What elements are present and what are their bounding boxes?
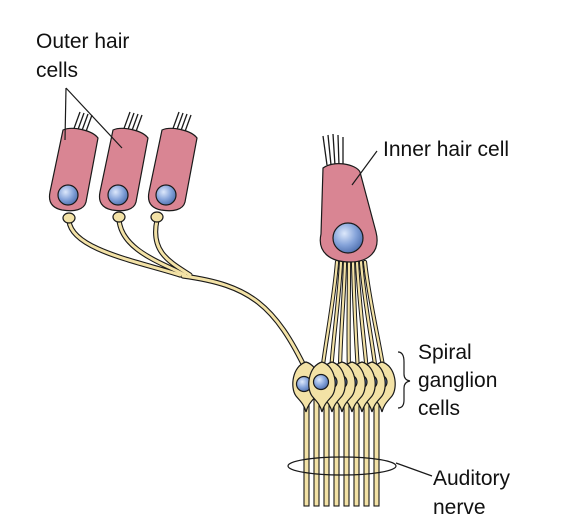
auditory-nerve-label-line1: Auditory [433, 467, 511, 490]
auditory-nerve-leader [395, 462, 433, 477]
leader-lines [64, 87, 433, 477]
auditory-nerve-label-line2: nerve [433, 496, 486, 519]
outer-hair-cells-label-line1: Outer hair [36, 30, 130, 53]
inner-hair-cell-leader [351, 150, 378, 186]
outer-hair-cell [48, 111, 99, 224]
outer-hair-cell [98, 111, 149, 223]
outer-hair-cell-fibers [66, 217, 310, 375]
outer-hair-cells [48, 111, 198, 224]
outer-hair-cells-leader [64, 87, 67, 141]
outer-hair-cells-leader [65, 87, 123, 149]
outer-hair-cells-label-line2: cells [36, 59, 79, 82]
spiral-ganglion-label-line2: ganglion [418, 369, 498, 392]
spiral-ganglion-cells [292, 361, 396, 413]
auditory-nerve-fibers [303, 397, 380, 507]
inner-hair-cell-label: Inner hair cell [383, 138, 510, 161]
inner-hair-cell [319, 133, 378, 263]
spiral-ganglion-brace [397, 351, 411, 409]
spiral-ganglion-label-line3: cells [418, 397, 461, 420]
ganglion-cell [308, 361, 336, 413]
auditory-nerve-encircle [287, 456, 397, 476]
outer-hair-cell [147, 111, 198, 223]
spiral-ganglion-label-line1: Spiral [418, 341, 472, 364]
